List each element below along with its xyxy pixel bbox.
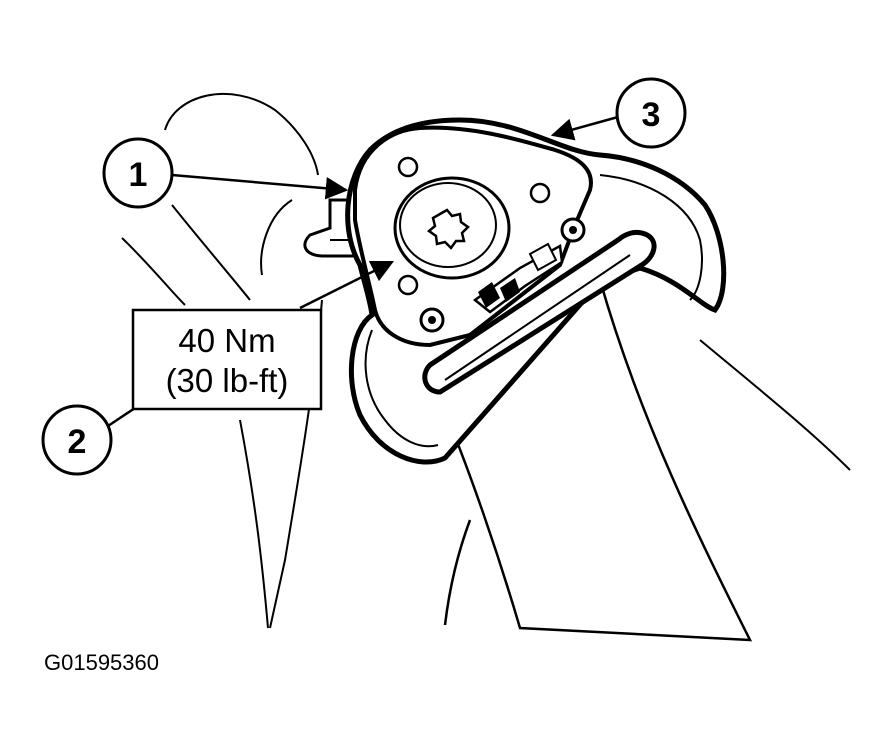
leader-lines: [104, 115, 619, 430]
callout-3: 3: [615, 77, 687, 149]
torque-metric: 40 Nm: [178, 322, 275, 359]
torque-imperial: (30 lb-ft): [166, 362, 289, 399]
callout-2: 2: [41, 404, 113, 476]
torque-spec-box: 40 Nm (30 lb-ft): [131, 308, 323, 411]
figure-id: G01595360: [44, 650, 159, 675]
callout-1: 1: [102, 137, 174, 209]
callout-3-label: 3: [642, 96, 661, 134]
callout-1-label: 1: [129, 156, 148, 194]
anchor-bolt: [393, 176, 511, 280]
torx-socket-icon: [426, 208, 470, 250]
callout-2-label: 2: [68, 423, 87, 461]
